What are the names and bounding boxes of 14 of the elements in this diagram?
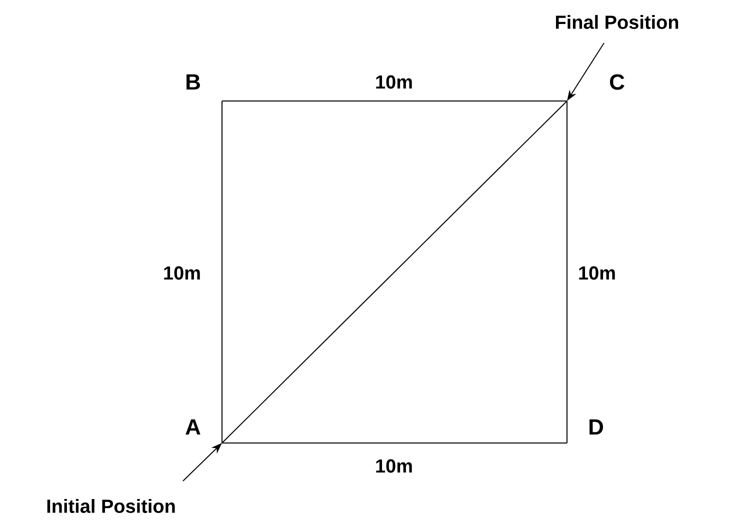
position-label: Final Position	[556, 15, 678, 29]
corner-letter: B	[186, 74, 200, 90]
square-side	[566, 100, 568, 444]
edge-label: 10m	[376, 459, 412, 473]
square-side	[222, 442, 568, 444]
edge-label: 10m	[376, 75, 412, 89]
corner-letter: C	[610, 74, 624, 90]
edge-label: 10m	[164, 266, 200, 280]
square-side	[222, 100, 568, 102]
edge-label: 10m	[579, 266, 615, 280]
diagonal-line	[222, 100, 568, 444]
corner-letter: A	[186, 419, 200, 435]
position-label: Initial Position	[47, 499, 175, 513]
corner-letter: D	[590, 419, 604, 435]
